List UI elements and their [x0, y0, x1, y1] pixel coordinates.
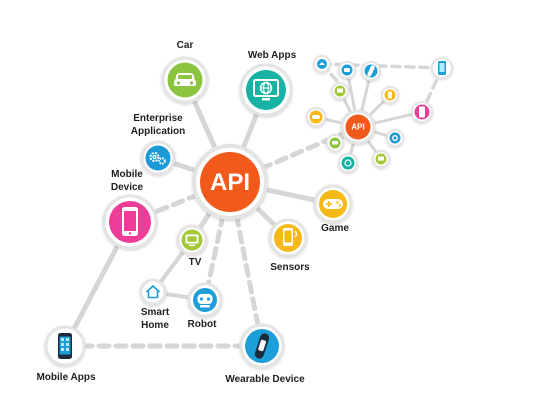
node-smart-home: [139, 278, 167, 306]
node-tv: [176, 224, 208, 256]
mini-api-hub-label: API: [351, 122, 365, 132]
mini-tv-icon: [331, 82, 349, 100]
main-nodes: [44, 56, 353, 369]
label-enterprise-line2: Application: [130, 126, 186, 137]
label-robot: Robot: [187, 319, 217, 330]
label-mobile-device-line1: Mobile: [111, 169, 143, 180]
mini-robot-icon: [338, 61, 356, 79]
label-mobile-apps: Mobile Apps: [36, 372, 96, 383]
mini-house-icon: [313, 55, 331, 73]
label-sensors: Sensors: [270, 262, 310, 273]
mini-phone-icon: [431, 57, 453, 79]
robot-icon: [197, 294, 213, 308]
mini-sensor-icon: [381, 86, 399, 104]
mini-wristband-icon: [361, 61, 381, 81]
smartphone-icon: [122, 207, 138, 236]
globe-monitor-icon: [253, 79, 279, 101]
mini-gamepad-icon: [306, 107, 326, 127]
mini-car-icon: [326, 134, 344, 152]
mini-tv-icon-2: [372, 150, 390, 168]
wristband-icon: [254, 333, 270, 359]
mini-smartphone-icon: [411, 101, 433, 123]
api-hub-label: API: [209, 169, 251, 196]
label-tv: TV: [188, 257, 202, 268]
node-mobile-apps: [44, 325, 86, 367]
label-car: Car: [176, 40, 194, 51]
label-mobile-device-line2: Device: [110, 182, 144, 193]
node-wearable: [239, 323, 285, 369]
node-robot: [187, 282, 223, 318]
label-smart-home-line2: Home: [141, 320, 169, 331]
label-smart-home-line1: Smart: [140, 307, 170, 318]
node-enterprise: [140, 140, 176, 176]
node-game: [313, 184, 353, 224]
mini-gears-icon: [386, 129, 404, 147]
node-web-apps: [239, 63, 293, 117]
mini-globe-icon: [338, 153, 358, 173]
gears-icon: [149, 152, 166, 165]
node-sensors: [268, 218, 308, 258]
api-hub: [192, 144, 268, 220]
label-enterprise-line1: Enterprise: [133, 113, 183, 124]
label-web-apps: Web Apps: [247, 50, 297, 61]
phone-sensor-icon: [283, 228, 298, 246]
car-icon: [174, 73, 196, 86]
label-wearable: Wearable Device: [225, 374, 305, 385]
tv-icon: [185, 234, 199, 246]
house-icon: [145, 285, 161, 299]
label-game: Game: [321, 223, 349, 234]
gamepad-icon: [323, 199, 343, 209]
mini-api-hub: [340, 109, 376, 145]
phone-apps-icon: [58, 333, 72, 359]
node-mobile-device: [102, 194, 158, 250]
node-car: [161, 56, 209, 104]
mini-hub-satellites: [306, 55, 453, 173]
